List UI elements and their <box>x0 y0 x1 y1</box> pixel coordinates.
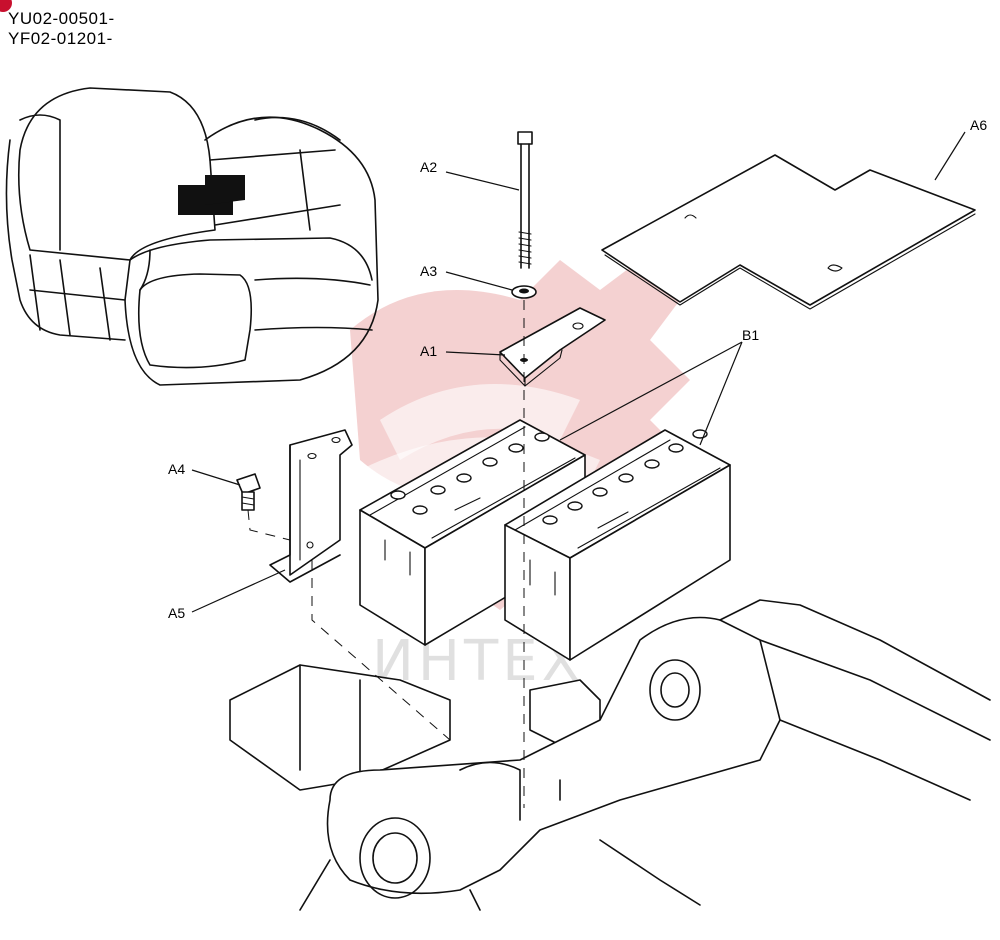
machine-overview <box>5 87 379 386</box>
serial-number-1: YU02-00501- <box>8 9 115 28</box>
corner-marker <box>0 0 12 12</box>
callout-a5: A5 <box>168 605 185 621</box>
callout-a4: A4 <box>168 461 185 477</box>
battery-bracket-a5 <box>269 429 353 583</box>
washer-a3 <box>511 285 537 299</box>
serial-number-2: YF02-01201- <box>8 29 113 48</box>
machine-frame <box>229 599 991 911</box>
assembly-guide-lines <box>247 300 525 808</box>
callout-a6: A6 <box>970 117 987 133</box>
callout-a2: A2 <box>420 159 437 175</box>
cover-plate-a6 <box>601 154 976 310</box>
long-bolt-a2 <box>517 131 533 269</box>
callout-a1: A1 <box>420 343 437 359</box>
bolt-a4 <box>236 473 261 511</box>
callout-a3: A3 <box>420 263 437 279</box>
leader-lines <box>191 131 966 613</box>
callout-b1: B1 <box>742 327 759 343</box>
clamp-plate-a1 <box>499 307 606 387</box>
battery-2 <box>504 429 731 661</box>
